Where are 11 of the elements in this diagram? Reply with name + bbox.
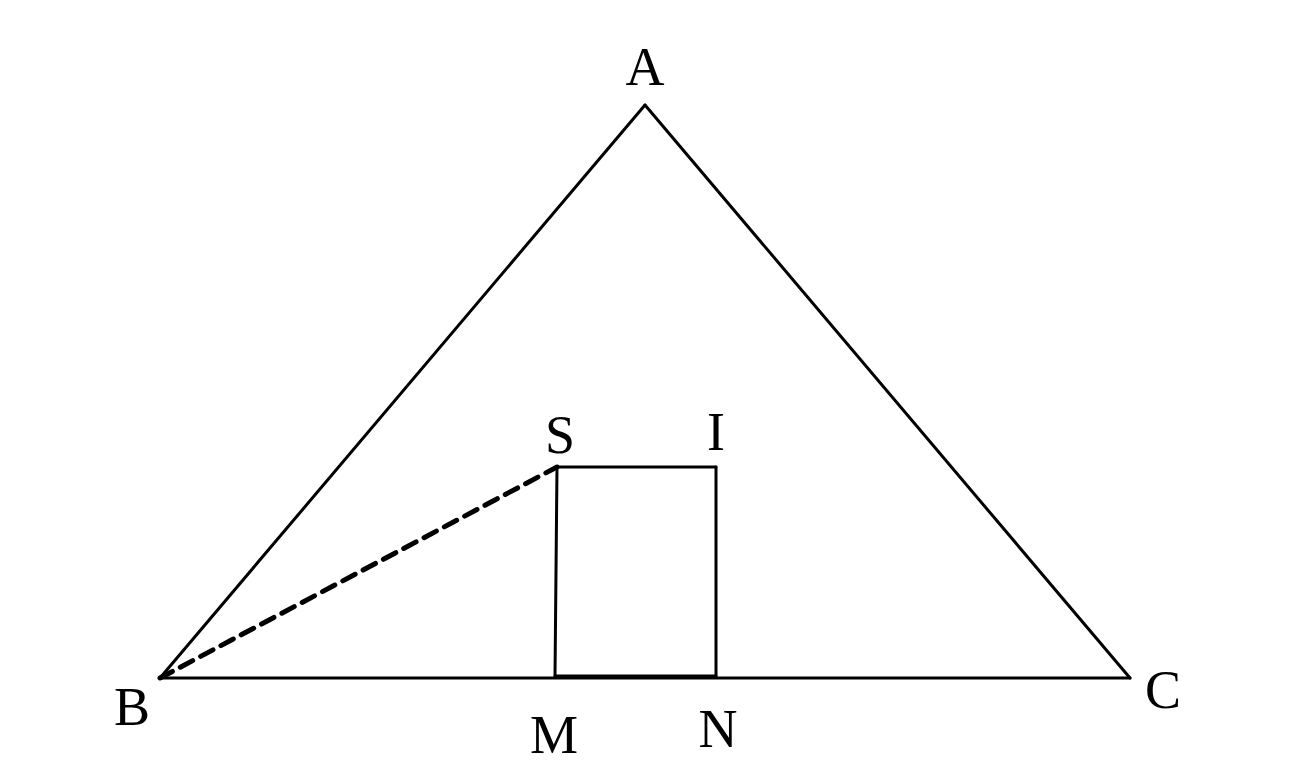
line-segment [714, 465, 718, 678]
vertex-label: N [698, 702, 738, 756]
vertex-label: S [544, 408, 575, 462]
dashed-line-segment [157, 464, 560, 681]
vertex-label: A [625, 40, 665, 94]
line-segment [553, 674, 718, 678]
vertex-label: I [707, 405, 725, 459]
line-segment [643, 103, 1132, 680]
vertex-label: M [530, 708, 578, 762]
vertex-label: C [1145, 663, 1181, 717]
vertex-label: B [114, 680, 150, 734]
